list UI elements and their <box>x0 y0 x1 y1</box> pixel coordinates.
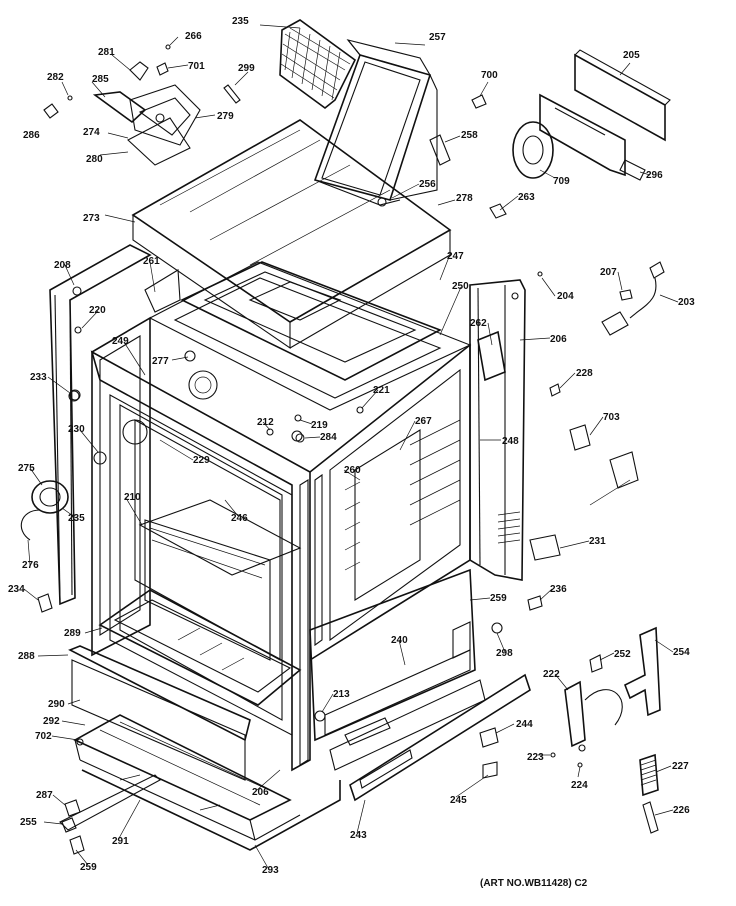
part-label: 261 <box>143 256 160 267</box>
part-label: 212 <box>257 417 274 428</box>
backguard <box>313 39 438 206</box>
part-label: 257 <box>429 32 446 43</box>
part-label: 230 <box>68 424 85 435</box>
part-label: 298 <box>496 648 513 659</box>
part-label: 284 <box>320 432 337 443</box>
part-label: 259 <box>80 862 97 873</box>
part-label: 205 <box>623 50 640 61</box>
part-label: 276 <box>22 560 39 571</box>
part-labels: 281 266 235 257 282 701 299 285 279 286 … <box>8 16 695 876</box>
part-label: 263 <box>518 192 535 203</box>
part-label: 207 <box>600 267 617 278</box>
part-label: 204 <box>557 291 574 302</box>
part-label: 208 <box>54 260 71 271</box>
part-label: 281 <box>98 47 115 58</box>
part-label: 254 <box>673 647 690 658</box>
part-label: 246 <box>231 513 248 524</box>
part-label: 266 <box>185 31 202 42</box>
part-label: 203 <box>678 297 695 308</box>
part-label: 291 <box>112 836 129 847</box>
part-label: 248 <box>502 436 519 447</box>
part-label: 289 <box>64 628 81 639</box>
part-label: 220 <box>89 305 106 316</box>
part-label: 249 <box>112 336 129 347</box>
part-label: 235 <box>68 513 85 524</box>
part-label: 227 <box>672 761 689 772</box>
part-label: 221 <box>373 385 390 396</box>
part-label: 252 <box>614 649 631 660</box>
bottom-assembly <box>59 568 531 851</box>
part-label: 285 <box>92 74 109 85</box>
part-label: 701 <box>188 61 205 72</box>
part-label: 296 <box>646 170 663 181</box>
part-label: 256 <box>419 179 436 190</box>
part-label: 258 <box>461 130 478 141</box>
part-label: 275 <box>18 463 35 474</box>
part-label: 231 <box>589 536 606 547</box>
part-label: 259 <box>490 593 507 604</box>
part-label: 250 <box>452 281 469 292</box>
part-label: 709 <box>553 176 570 187</box>
part-label: 290 <box>48 699 65 710</box>
part-label: 210 <box>124 492 141 503</box>
part-label: 703 <box>603 412 620 423</box>
art-number: (ART NO.WB11428) C2 <box>480 878 588 889</box>
left-side-panel <box>49 244 152 606</box>
part-label: 282 <box>47 72 64 83</box>
part-label: 280 <box>86 154 103 165</box>
part-label: 279 <box>217 111 234 122</box>
part-label: 243 <box>350 830 367 841</box>
part-label: 206 <box>550 334 567 345</box>
part-label: 255 <box>20 817 37 828</box>
part-label: 233 <box>30 372 47 383</box>
part-label: 288 <box>18 651 35 662</box>
part-label: 219 <box>311 420 328 431</box>
part-label: 222 <box>543 669 560 680</box>
part-label: 244 <box>516 719 533 730</box>
part-label: 228 <box>576 368 593 379</box>
part-label: 213 <box>333 689 350 700</box>
leader-lines <box>23 24 679 869</box>
small-parts <box>20 44 671 855</box>
part-label: 236 <box>550 584 567 595</box>
part-label: 273 <box>83 213 100 224</box>
part-label: 277 <box>152 356 169 367</box>
part-label: 206 <box>252 787 269 798</box>
vent-grille <box>279 19 357 110</box>
part-label: 223 <box>527 752 544 763</box>
part-label: 292 <box>43 716 60 727</box>
part-label: 286 <box>23 130 40 141</box>
part-label: 299 <box>238 63 255 74</box>
part-label: 274 <box>83 127 100 138</box>
right-side-panel <box>469 279 526 581</box>
part-label: 700 <box>481 70 498 81</box>
part-label: 702 <box>35 731 52 742</box>
part-label: 240 <box>391 635 408 646</box>
part-label: 287 <box>36 790 53 801</box>
part-label: 262 <box>470 318 487 329</box>
part-label: 278 <box>456 193 473 204</box>
part-label: 234 <box>8 584 25 595</box>
part-label: 267 <box>415 416 432 427</box>
part-label: 226 <box>673 805 690 816</box>
part-label: 260 <box>344 465 361 476</box>
part-label: 235 <box>232 16 249 27</box>
part-label: 293 <box>262 865 279 876</box>
part-label: 224 <box>571 780 588 791</box>
top-panel <box>131 119 452 381</box>
part-label: 247 <box>447 251 464 262</box>
part-label: 229 <box>193 455 210 466</box>
part-label: 245 <box>450 795 467 806</box>
